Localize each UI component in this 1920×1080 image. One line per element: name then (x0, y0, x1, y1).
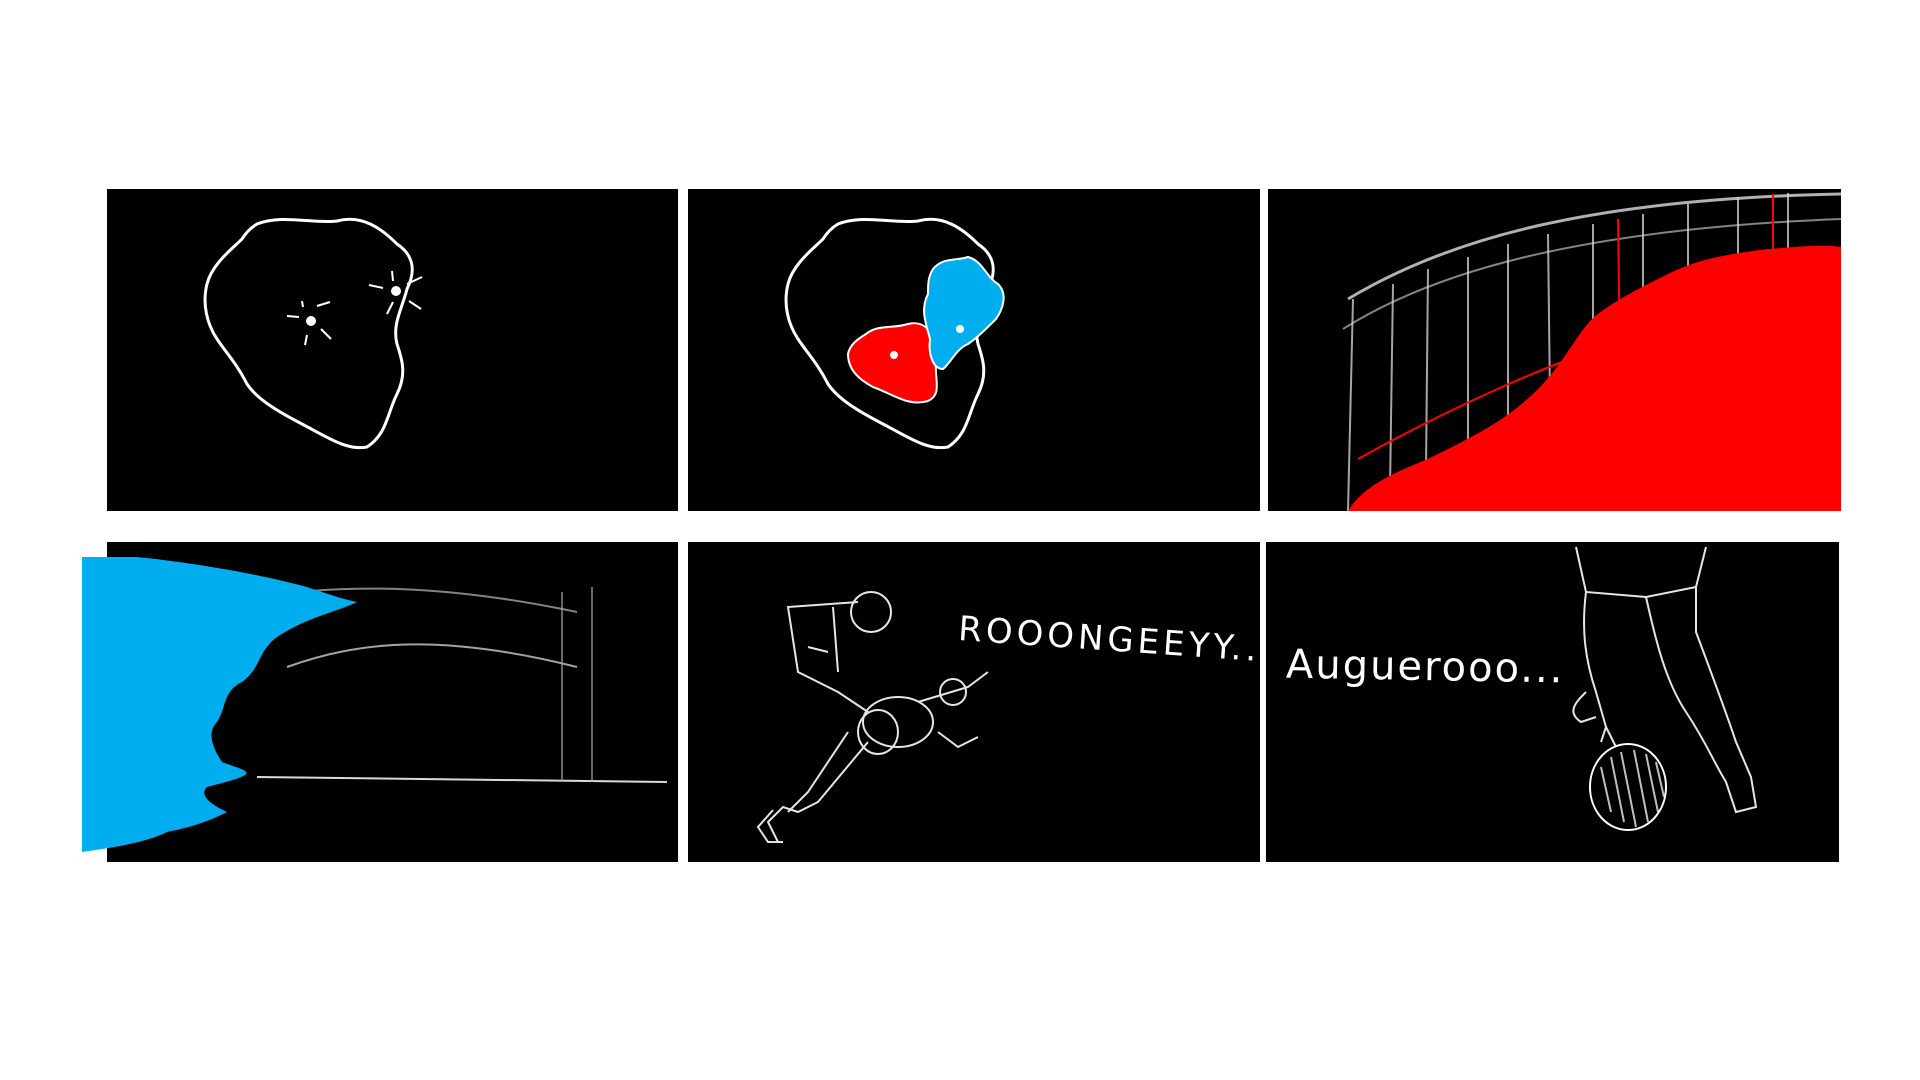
red-crowd (1348, 245, 1841, 511)
blue-region-dot (956, 325, 964, 333)
brain-outline (784, 217, 995, 450)
panel-bicycle-kick: ROOONGEEYY... (688, 542, 1260, 862)
brain-outline (203, 217, 414, 450)
panel-brain-sparks (107, 189, 678, 511)
spark-1 (286, 300, 332, 346)
brain-regions-drawing (784, 217, 1005, 450)
player-sketch (756, 591, 989, 843)
ball (850, 591, 892, 633)
stand-posts (561, 587, 593, 782)
caption-aguero-shout: Auguerooo... (1285, 641, 1565, 693)
stand-lower-edge (1342, 218, 1841, 330)
red-region (846, 322, 938, 404)
stand-floor (256, 776, 668, 783)
blue-crowd (82, 557, 357, 852)
blue-stand-drawing (82, 557, 668, 852)
panel-red-stand (1268, 189, 1841, 511)
panel-legs-ball: Auguerooo... (1266, 542, 1839, 862)
stand-arch (286, 643, 578, 668)
panel-blue-stand (82, 542, 678, 862)
brain-sparks-drawing (203, 217, 423, 450)
stand-upper-edge (1347, 192, 1841, 301)
red-region-dot (890, 351, 898, 359)
spark-2 (368, 270, 423, 315)
panel-brain-regions (688, 189, 1260, 511)
bicycle-kick-drawing (756, 591, 989, 843)
player-legs-sketch (1572, 546, 1758, 814)
legs-ball-drawing (1572, 546, 1758, 831)
ball (1589, 743, 1667, 831)
blue-region (923, 255, 1005, 371)
red-stand-drawing (1342, 192, 1841, 511)
